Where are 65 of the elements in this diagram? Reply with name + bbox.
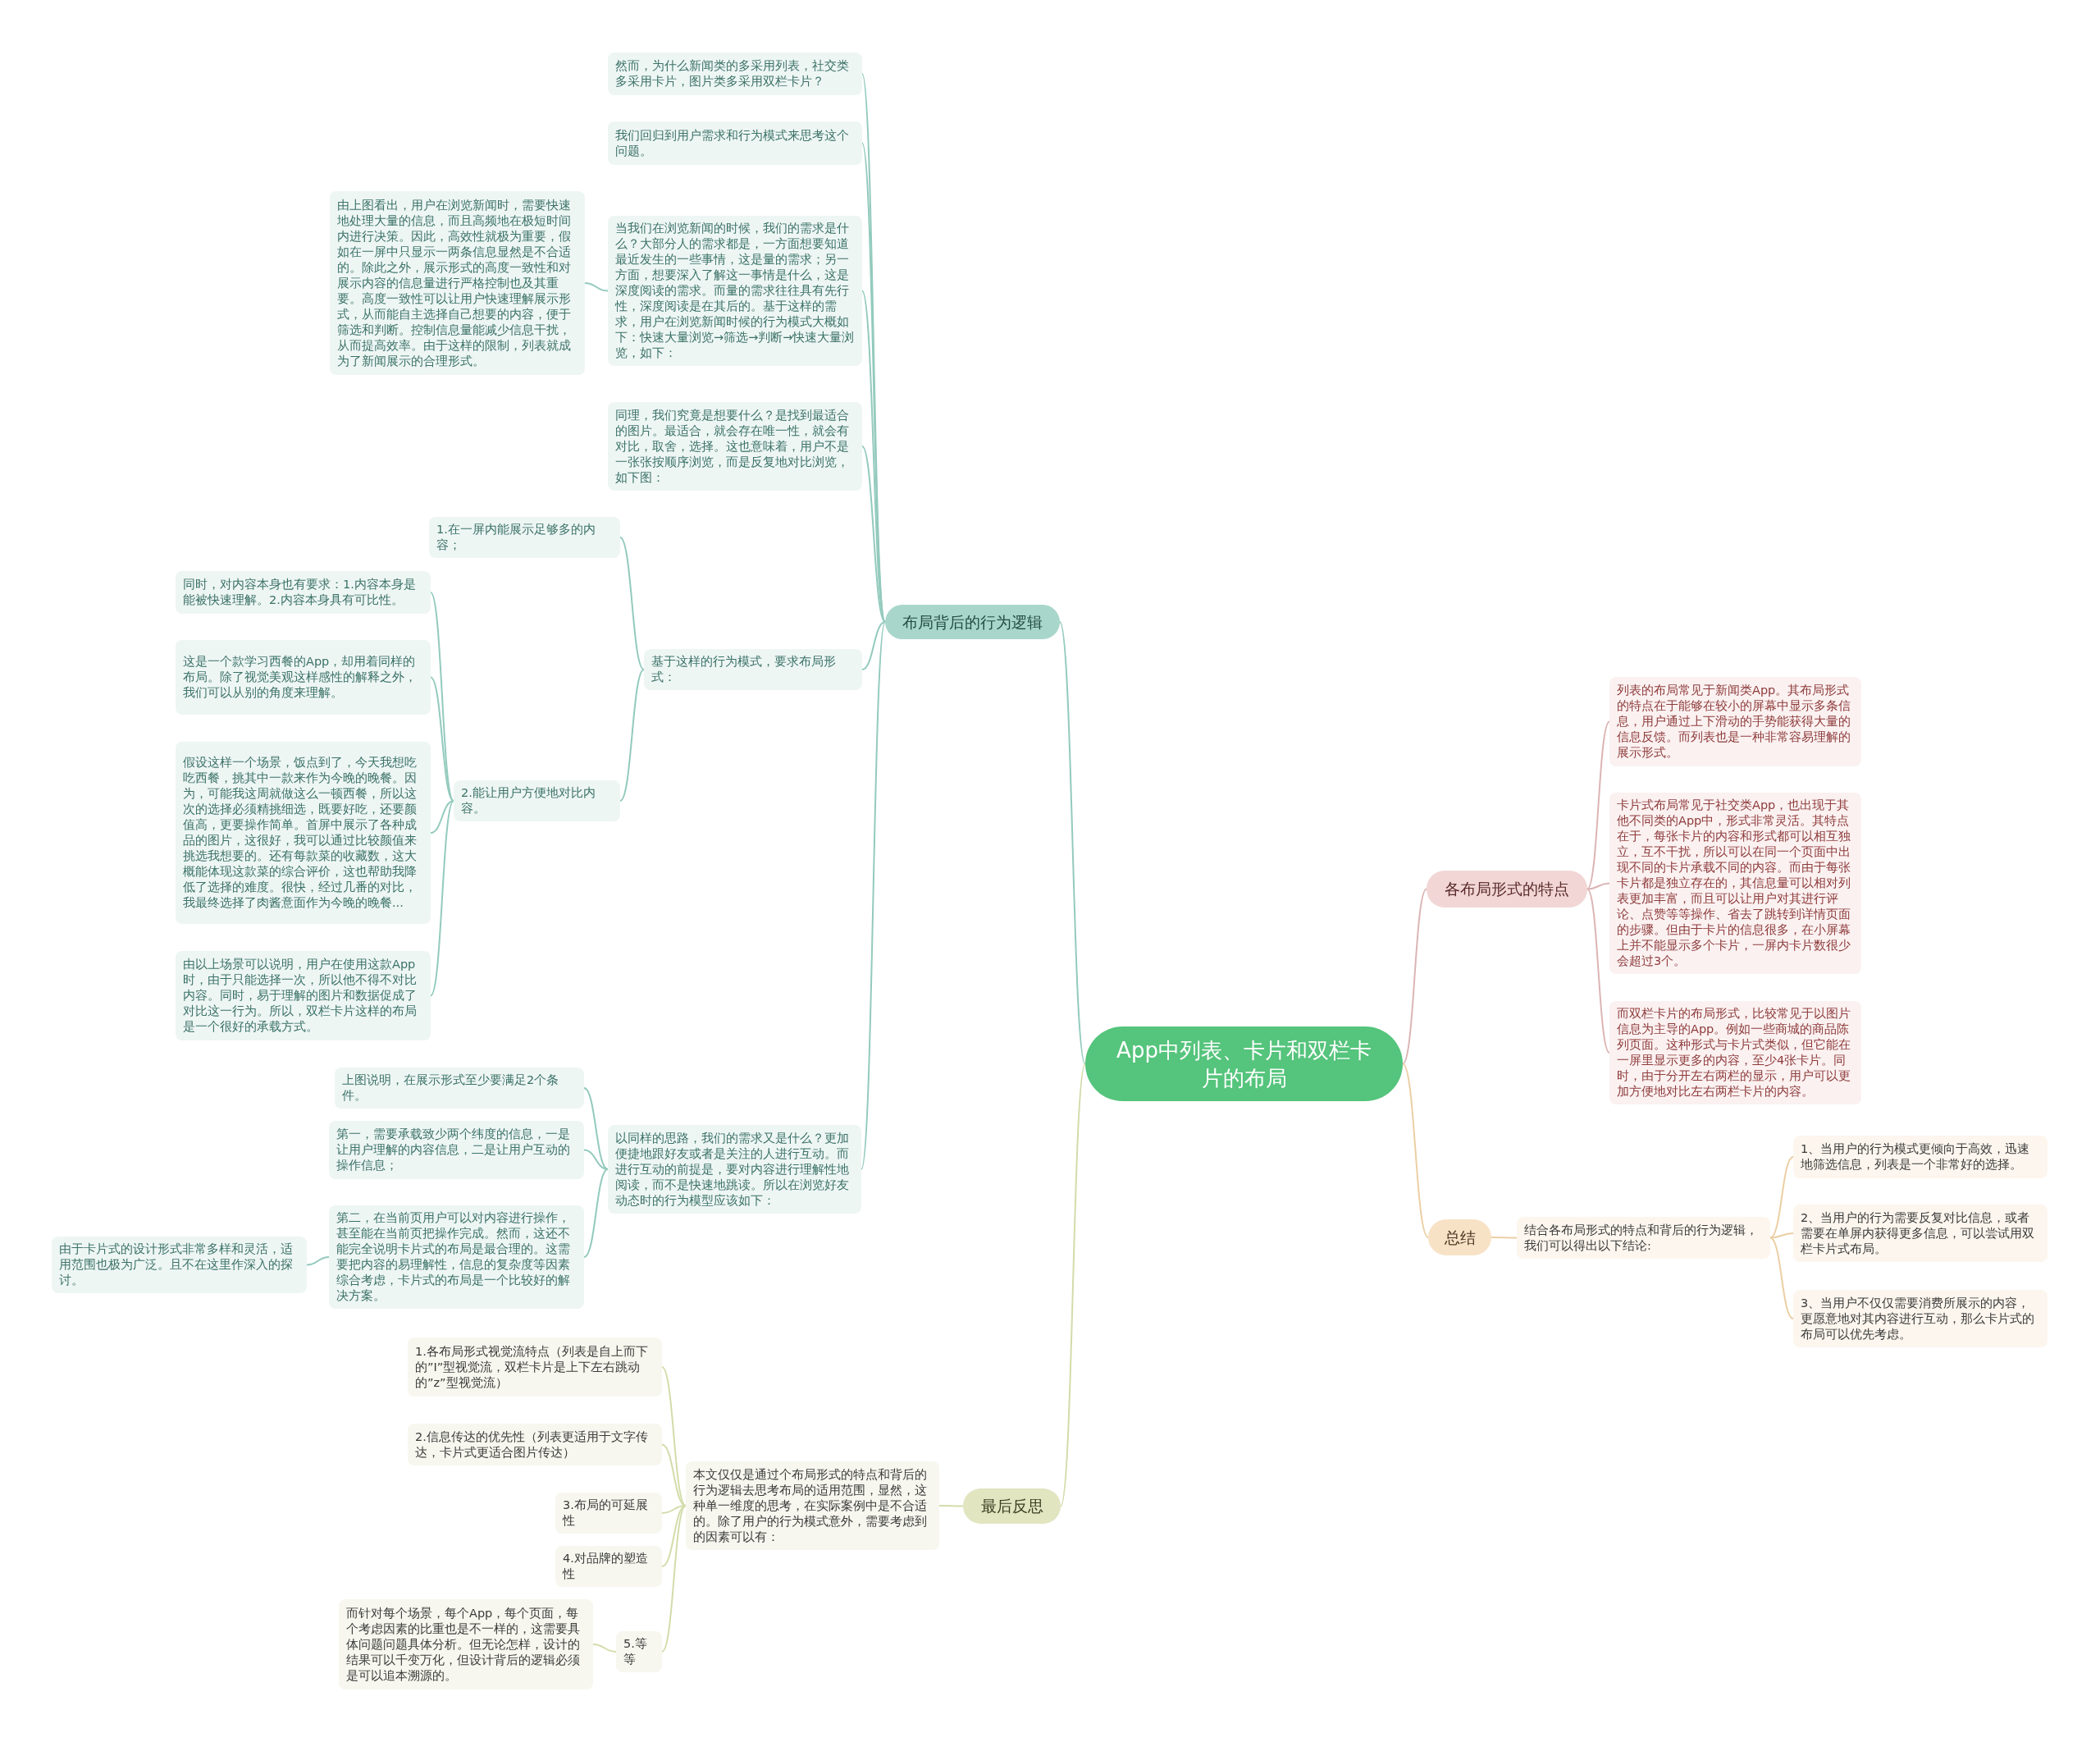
connector-line — [661, 1366, 687, 1507]
topic-box: 第一，需要承载致少两个纬度的信息，一是让用户理解的内容信息，二是让用户互动的操作信息； — [329, 1121, 584, 1179]
topic-box: 卡片式布局常见于社交类App，也出现于其他不同类的App中，形式非常灵活。其特点在于，每张卡片的内容和形式都可以相互独立，互不干扰，所以可以在同一个页面中出现不同的卡片承载不同的内容。而由于每张卡片都是独立存在的，其信息量可以相对列表更加丰富，而且可以让用户对其进行评论、点赞等等操作、省去了跳转到详情页面的步骤。但由于卡片的信息很多，在小屏幕上并不能显示多个卡片，一屏内卡片数很少会超过3个。 — [1609, 793, 1861, 974]
connector-line — [861, 446, 886, 623]
connector-line — [1059, 621, 1086, 1065]
connector-line — [938, 1505, 964, 1507]
topic-box: 由上图看出，用户在浏览新闻时，需要快速地处理大量的信息，而且高频地在极短时间内进行决策。因此，高效性就极为重要，假如在一屏中只显示一两条信息显然是不合适的。除此之外，展示形式的高度一致性和对展示内容的信息量进行严格控制也及其重要。高度一致性可以让用户快速理解展示形式，从而能自主选择自己想要的内容，便于筛选和判断。控制信息量能减少信息干扰，从而提高效率。由于这样的限制，列表就成为了新闻展示的合理形式。 — [330, 191, 585, 375]
connector-line — [430, 800, 454, 997]
topic-box: 基于这样的行为模式，要求布局形式： — [644, 649, 862, 690]
topic-box: 1.各布局形式视觉流特点（列表是自上而下的”I”型视觉流，双栏卡片是上下左右跳动的”z”型视觉流） — [408, 1337, 662, 1397]
connector-line — [430, 800, 454, 834]
connector-line — [430, 592, 454, 802]
topic-box: 2.信息传达的优先性（列表更适用于文字传达，卡片式更适合图片传达） — [408, 1424, 662, 1465]
connector-line — [584, 282, 609, 292]
topic-box: 2.能让用户方便地对比内容。 — [454, 780, 620, 821]
connector-line — [1769, 1232, 1794, 1239]
branch-topic: 布局背后的行为逻辑 — [885, 605, 1060, 639]
connector-line — [1060, 1063, 1086, 1507]
connector-line — [1769, 1156, 1794, 1239]
connector-line — [1402, 1063, 1429, 1238]
topic-box: 第二，在当前页用户可以对内容进行操作，甚至能在当前页把操作完成。然而，这还不能完全说明卡片式的布局是最合理的。这需要把内容的易理解性，信息的复杂度等因素综合考虑，卡片式的布局是一个比较好的解决方案。 — [329, 1205, 584, 1309]
topic-box: 2、当用户的行为需要反复对比信息，或者需要在单屏内获得更多信息，可以尝试用双栏卡片式布局。 — [1793, 1205, 2048, 1262]
branch-topic: 各布局形式的特点 — [1427, 871, 1587, 908]
topic-box: 4.对品牌的塑造性 — [555, 1546, 662, 1587]
topic-box: 而针对每个场景，每个App，每个页面，每个考虑因素的比重也是不一样的，这需要具体问题问题具体分析。但无论怎样，设计的结果可以千变万化，但设计背后的逻辑必须是可以追本溯源的。 — [339, 1599, 593, 1689]
topic-box: 以同样的思路，我们的需求又是什么？更加便捷地跟好友或者是关注的人进行互动。而进行互动的前提是，要对内容进行理解性地阅读，而不是快速地跳读。所以在浏览好友动态时的行为模型应该如下： — [608, 1125, 861, 1214]
topic-box: 这是一个款学习西餐的App，却用着同样的布局。除了视觉美观这样感性的解释之外，我们可以从别的角度来理解。 — [176, 640, 431, 715]
topic-box: 1、当用户的行为模式更倾向于高效，迅速地筛选信息，列表是一个非常好的选择。 — [1793, 1136, 2048, 1178]
connector-line — [592, 1644, 617, 1653]
connector-line — [583, 1168, 609, 1258]
topic-box: 列表的布局常见于新闻类App。其布局形式的特点在于能够在较小的屏幕中显示多条信息，用户通过上下滑动的手势能获得大量的信息反馈。而列表也是一种非常容易理解的展示形式。 — [1609, 677, 1861, 766]
topic-box: 我们回归到用户需求和行为模式来思考这个问题。 — [608, 121, 862, 165]
branch-topic: 最后反思 — [963, 1488, 1061, 1524]
connector-line — [1402, 888, 1427, 1065]
topic-box: 由于卡片式的设计形式非常多样和灵活，适用范围也极为广泛。且不在这里作深入的探讨。 — [52, 1237, 307, 1293]
topic-box: 3.布局的可延展性 — [555, 1493, 662, 1534]
topic-box: 然而，为什么新闻类的多采用列表，社交类多采用卡片，图片类多采用双栏卡片？ — [608, 53, 862, 95]
connector-line — [661, 1443, 687, 1507]
connector-line — [1586, 888, 1610, 1054]
topic-box: 当我们在浏览新闻的时候，我们的需求是什么？大部分人的需求都是，一方面想要知道最近发生的一些事情，这是量的需求；另一方面，想要深入了解这一事情是什么，这是深度阅读的需求。而量的需求往往具有先行性，深度阅读是在其后的。基于这样的需求，用户在浏览新闻时候的行为模式大概如下：快速大量浏览→筛选→判断→快速大量浏览，如下： — [608, 216, 862, 366]
connector-line — [306, 1256, 330, 1266]
connector-line — [661, 1505, 687, 1653]
topic-box: 同时，对内容本身也有要求：1.内容本身是能被快速理解。2.内容本身具有可比性。 — [176, 571, 431, 614]
topic-box: 上图说明，在展示形式至少要满足2个条件。 — [335, 1068, 584, 1109]
topic-box: 本文仅仅是通过个布局形式的特点和背后的行为逻辑去思考布局的适用范围，显然，这种单一维度的思考，在实际案例中是不合适的。除了用户的行为模式意外，需要考虑到的因素可以有： — [686, 1461, 939, 1550]
topic-box: 1.在一屏内能展示足够多的内容； — [429, 517, 620, 558]
topic-box: 同理，我们究竟是想要什么？是找到最适合的图片。最适合，就会存在唯一性，就会有对比，取舍，选择。这也意味着，用户不是一张张按顺序浏览，而是反复地对比浏览，如下图： — [608, 402, 862, 491]
topic-box: 5.等等 — [616, 1631, 662, 1672]
connector-line — [1586, 882, 1610, 890]
topic-box: 由以上场景可以说明，用户在使用这款App时，由于只能选择一次，所以他不得不对比内容。同时，易于理解的图片和数据促成了对比这一行为。所以，双栏卡片这样的布局是一个很好的承载方式。 — [176, 951, 431, 1040]
connector-line — [430, 676, 454, 802]
connector-line — [861, 621, 886, 670]
connector-line — [619, 537, 645, 670]
connector-line — [1769, 1237, 1794, 1319]
central-topic: App中列表、卡片和双栏卡片的布局 — [1085, 1026, 1403, 1101]
connector-line — [619, 669, 645, 802]
topic-box: 3、当用户不仅仅需要消费所展示的内容，更愿意地对其内容进行互动，那么卡片式的布局可以优先考虑。 — [1793, 1290, 2048, 1347]
topic-box: 而双栏卡片的布局形式，比较常见于以图片信息为主导的App。例如一些商城的商品陈列页面。这种形式与卡片式类似，但它能在一屏里显示更多的内容，至少4张卡片。同时，由于分开左右两栏的显示，用户可以更加方便地对比左右两栏卡片的内容。 — [1609, 1001, 1861, 1104]
topic-box: 假设这样一个场景，饭点到了，今天我想吃吃西餐，挑其中一款来作为今晚的晚餐。因为，可能我这周就做这么一顿西餐，所以这次的选择必须精挑细选，既要好吃，还要颜值高，更要操作简单。首屏中展示了各种成品的图片，这很好，我可以通过比较颜值来挑选我想要的。还有每款菜的收藏数，这大概能体现这款菜的综合评价，这也帮助我降低了选择的难度。很快，经过几番的对比，我最终选择了肉酱意面作为今晚的晚餐... — [176, 742, 431, 924]
connector-line — [1491, 1237, 1518, 1239]
connector-line — [583, 1087, 609, 1170]
topic-box: 结合各布局形式的特点和背后的行为逻辑，我们可以得出以下结论: — [1517, 1217, 1770, 1259]
connector-line — [861, 621, 886, 1170]
connector-line — [1586, 720, 1610, 890]
branch-topic: 总结 — [1428, 1219, 1491, 1255]
